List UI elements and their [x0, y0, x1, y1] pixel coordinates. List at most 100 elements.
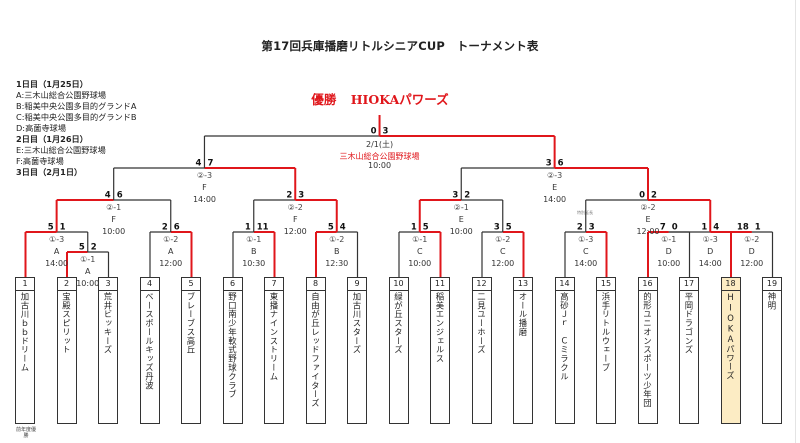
- team-name: 神明: [767, 292, 777, 310]
- team-name: HIOKAパワーズ: [725, 292, 736, 381]
- match-time: 10:00: [76, 279, 99, 288]
- team-number: 13: [514, 278, 532, 291]
- score-left: 2: [286, 191, 292, 201]
- match-code: ①-3: [703, 235, 718, 244]
- score-right: 4: [713, 223, 719, 233]
- score-left: 3: [452, 191, 458, 201]
- score-left: 1: [701, 223, 707, 233]
- team-name: 緑が丘スターズ: [393, 292, 404, 355]
- score-left: 3: [546, 159, 552, 169]
- match-venue: B: [334, 247, 340, 256]
- score-right: 5: [423, 223, 429, 233]
- match-time: 12:00: [284, 227, 307, 236]
- team-number: 9: [348, 278, 366, 291]
- match-code: ②-3: [197, 171, 212, 180]
- score-right: 2: [91, 243, 97, 253]
- match-code: ①-1: [661, 235, 676, 244]
- match-time: 12:00: [491, 259, 514, 268]
- match-code: ②-1: [454, 203, 469, 212]
- page-edge: [795, 0, 796, 443]
- match-code: ②-1: [106, 203, 121, 212]
- match-venue: D: [707, 247, 713, 256]
- score-left: 2: [577, 223, 583, 233]
- team-name: 的形ユニオンスポーツ少年団: [642, 292, 653, 408]
- team-number: 1: [16, 278, 34, 291]
- team-number: 10: [389, 278, 408, 291]
- score-left: 1: [245, 223, 251, 233]
- match-code: ①-1: [246, 235, 261, 244]
- team-name: 東播ナインストリーム: [269, 292, 279, 381]
- match-venue: E: [459, 215, 464, 224]
- match-venue: C: [500, 247, 506, 256]
- match-code: ①-1: [412, 235, 427, 244]
- match-time: 14:00: [699, 259, 722, 268]
- match-venue: A: [54, 247, 60, 256]
- score-left: 4: [196, 159, 202, 169]
- team-name: ブレーブス高丘: [186, 292, 196, 355]
- score-right: 6: [174, 223, 180, 233]
- team-name: 二見ユーホーズ: [476, 292, 487, 355]
- champion-label: 優勝: [311, 92, 337, 107]
- score-left: 0: [371, 127, 377, 137]
- venue-b: B:稲美中央公園多目的グランドA: [16, 101, 137, 111]
- team-number: 5: [182, 278, 200, 291]
- score-right: 1: [755, 223, 761, 233]
- score-left: 5: [48, 223, 54, 233]
- match-time: 12:30: [325, 259, 348, 268]
- team-name: 浜手リトルウェーブ: [601, 292, 611, 373]
- match-time: 10:00: [408, 259, 431, 268]
- score-right: 6: [558, 159, 564, 169]
- score-right: 2: [651, 191, 657, 201]
- score-right: 0: [672, 223, 678, 233]
- score-right: 2: [464, 191, 470, 201]
- match-code: ①-2: [495, 235, 510, 244]
- match-time: 10:30: [242, 259, 265, 268]
- team-number: 11: [431, 278, 449, 291]
- score-right: 3: [589, 223, 595, 233]
- match-code: ①-1: [80, 255, 95, 264]
- score-right: 1: [60, 223, 66, 233]
- match-venue: D: [749, 247, 755, 256]
- team-name: 野口南少年軟式野球クラブ: [227, 292, 238, 399]
- match-venue: C: [417, 247, 423, 256]
- team-number: 8: [306, 278, 325, 291]
- match-venue: C: [583, 247, 589, 256]
- team-name: 宝殿スピリット: [61, 292, 72, 355]
- team-name: 加古川ｂｂドリーム: [20, 292, 30, 373]
- match-venue: B: [251, 247, 257, 256]
- score-left: 5: [328, 223, 334, 233]
- team-number: 12: [472, 278, 491, 291]
- team-number: 17: [680, 278, 698, 291]
- match-code: ②-2: [640, 203, 655, 212]
- match-time: 10:00: [450, 227, 473, 236]
- champion-team: HIOKAパワーズ: [350, 92, 449, 107]
- match-venue: F: [293, 215, 298, 224]
- match-code: ②-2: [288, 203, 303, 212]
- score-right: 7: [207, 159, 213, 169]
- schedule-day-3: 3日目（2月1日）: [16, 167, 83, 177]
- match-venue: D: [666, 247, 672, 256]
- team-number: 18: [721, 278, 740, 291]
- match-venue: A: [85, 267, 91, 276]
- match-venue: F: [202, 183, 207, 192]
- match-time: 14:00: [193, 195, 216, 204]
- match-code: ①-2: [744, 235, 759, 244]
- team-number: 4: [140, 278, 159, 291]
- match-venue: A: [168, 247, 174, 256]
- final-date: 2/1(土): [366, 139, 393, 149]
- team-name: 加古川スターズ: [352, 292, 362, 355]
